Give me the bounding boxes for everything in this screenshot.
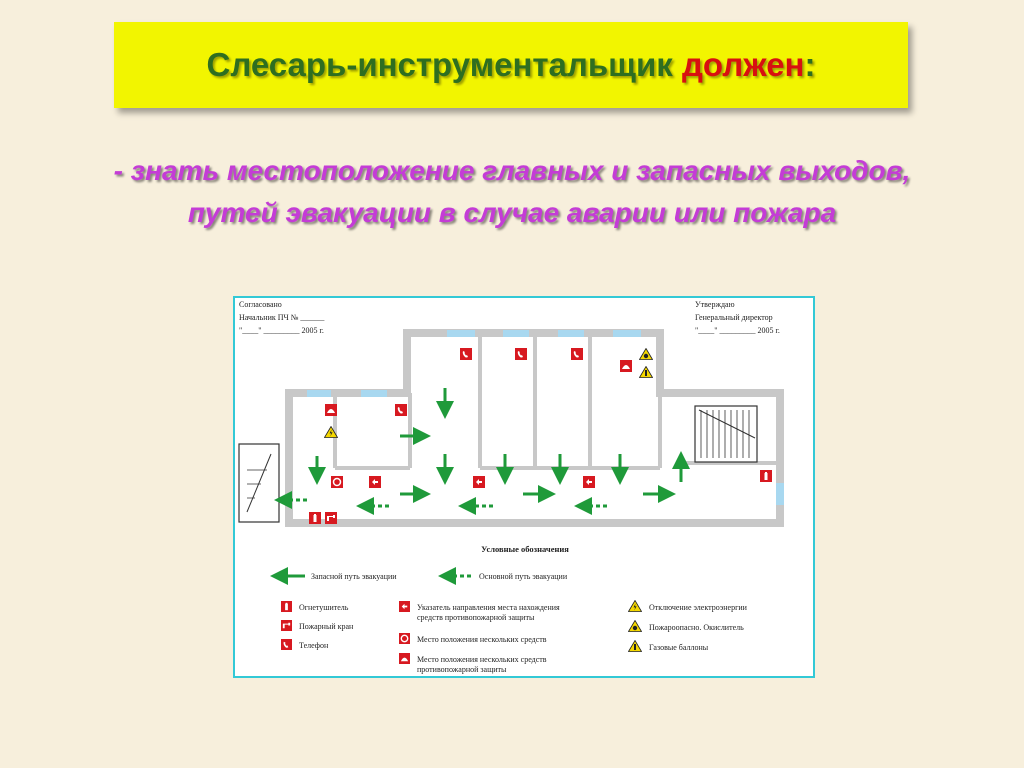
windows	[307, 330, 784, 505]
subtitle-line-2: путей эвакуации в случае аварии или пожа…	[187, 197, 837, 228]
approval-right-line-2: Генеральный директор	[695, 313, 773, 322]
approval-left-line-3: "____" _________ 2005 г.	[239, 326, 324, 335]
subtitle-line-1: - знать местоположение главных и запасны…	[113, 155, 911, 186]
title-main: Слесарь-инструментальщик	[206, 46, 682, 83]
approval-right-line-1: Утверждаю	[695, 300, 735, 309]
stairs-left	[238, 443, 280, 523]
extinguisher-icon	[281, 601, 292, 612]
interior-walls	[333, 333, 780, 470]
legend-main-route-label: Основной путь эвакуации	[479, 572, 568, 581]
legend-reserve-route-label: Запасной путь эвакуации	[311, 572, 397, 581]
legend-title: Условные обозначения	[481, 544, 569, 554]
legend-reserve-route: Запасной путь эвакуации	[270, 567, 397, 585]
legend-power-off-label: Отключение электроэнергии	[649, 603, 748, 612]
multiple-protection-icon	[399, 653, 410, 664]
main-route-arrows	[274, 491, 607, 515]
approval-left-line-2: Начальник ПЧ № ______	[239, 313, 325, 322]
legend-fire-hydrant-label: Пожарный кран	[299, 622, 354, 631]
approval-left: Согласовано Начальник ПЧ № ______ "____"…	[239, 300, 325, 335]
legend-gas-cylinders-label: Газовые баллоны	[649, 643, 709, 652]
phone-icon	[281, 639, 292, 650]
approval-right-line-3: "____" _________ 2005 г.	[695, 326, 780, 335]
slide-title: Слесарь-инструментальщик должен:	[207, 46, 816, 84]
legend-phone-label: Телефон	[299, 641, 329, 650]
stairs-right	[694, 405, 758, 463]
slide-subtitle: - знать местоположение главных и запасны…	[60, 150, 964, 234]
approval-left-line-1: Согласовано	[239, 300, 282, 309]
gas-cylinders-warning-icon	[628, 640, 642, 652]
legend-oxidizer-label: Пожароопасно. Окислитель	[649, 623, 744, 632]
title-accent: должен	[681, 46, 805, 83]
title-colon: :	[804, 46, 816, 83]
multiple-means-icon	[399, 633, 410, 644]
oxidizer-warning-icon	[628, 620, 642, 632]
approval-right: Утверждаю Генеральный директор "____" __…	[695, 300, 780, 335]
legend-direction-pointer-label-2: средств противопожарной защиты	[417, 613, 535, 622]
legend-multiple-protection-label-1: Место положения нескольких средств	[417, 655, 547, 664]
fire-hydrant-icon	[281, 620, 292, 631]
power-off-warning-icon	[628, 600, 642, 612]
legend-multiple-means-label: Место положения нескольких средств	[417, 635, 547, 644]
direction-pointer-icon	[399, 601, 410, 612]
title-banner: Слесарь-инструментальщик должен:	[114, 22, 908, 108]
evacuation-plan-drawing: Согласовано Начальник ПЧ № ______ "____"…	[238, 300, 784, 674]
legend-extinguisher-label: Огнетушитель	[299, 603, 349, 612]
legend-main-route: Основной путь эвакуации	[438, 567, 568, 585]
legend-multiple-protection-label-2: противопожарной защиты	[417, 665, 507, 674]
legend: Запасной путь эвакуации Основной путь эв…	[270, 567, 748, 674]
legend-direction-pointer-label-1: Указатель направления места нахождения	[417, 603, 560, 612]
evacuation-arrows	[308, 388, 690, 503]
evacuation-plan: Согласовано Начальник ПЧ № ______ "____"…	[233, 296, 815, 678]
